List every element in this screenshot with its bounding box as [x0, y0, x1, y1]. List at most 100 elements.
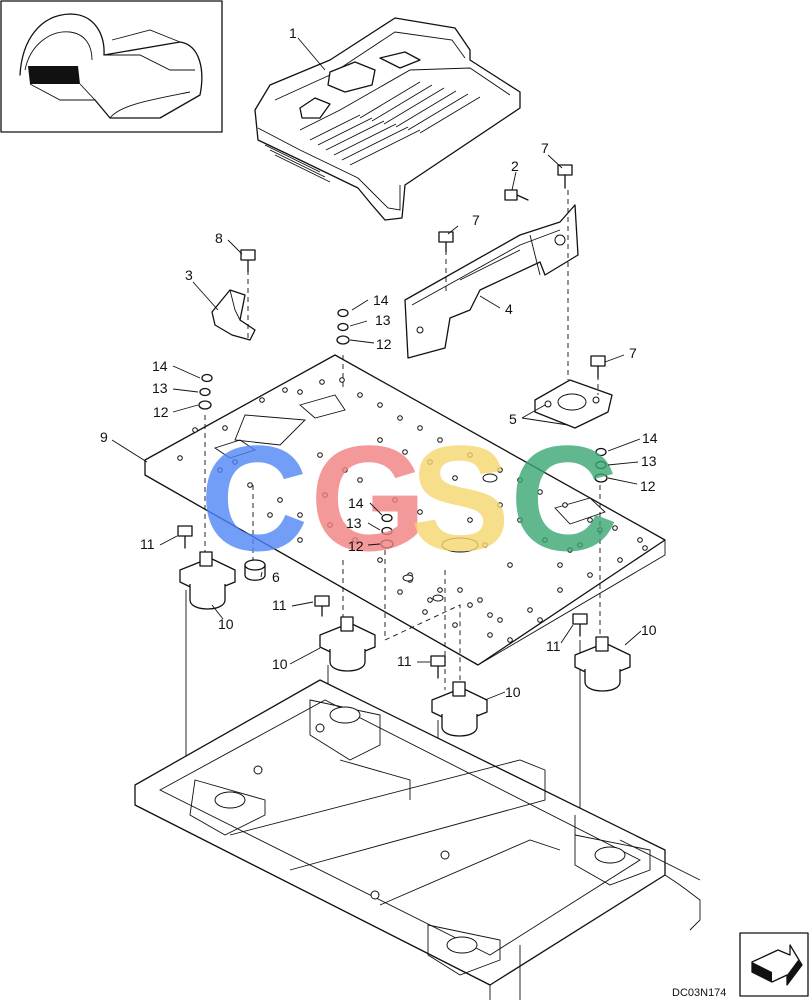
plate-hole	[297, 537, 303, 543]
locator-inset	[0, 0, 223, 133]
plate-hole	[377, 557, 383, 563]
plate-hole	[537, 489, 543, 495]
plate-hole	[297, 512, 303, 518]
plate-hole	[422, 609, 428, 615]
isolator-2	[319, 616, 376, 672]
plate-hole	[487, 632, 493, 638]
floor-mat	[254, 17, 521, 221]
plate-holes	[177, 377, 648, 643]
plate-hole	[432, 594, 444, 602]
watermark: C G S C	[200, 414, 618, 582]
plate-hole	[297, 389, 303, 395]
plate-hole	[177, 455, 183, 461]
callout-11-d: 11	[546, 638, 561, 654]
callout-10-b: 10	[272, 656, 288, 672]
callout-14-a: 14	[373, 292, 389, 308]
callout-8: 8	[215, 230, 223, 246]
plate-hole	[427, 597, 433, 603]
plate-hole	[259, 397, 265, 403]
callout-1: 1	[289, 25, 297, 41]
callout-6: 6	[272, 569, 280, 585]
plate-hole	[267, 512, 273, 518]
plate-hole	[452, 622, 458, 628]
plate-hole	[282, 387, 288, 393]
plate-hole	[612, 525, 618, 531]
floor-plate	[144, 354, 666, 666]
callout-12-d: 12	[348, 538, 364, 554]
callout-7-a: 7	[541, 140, 549, 156]
plate-hole	[577, 542, 583, 548]
bolt-7-c	[590, 355, 606, 379]
orientation-arrow	[739, 932, 809, 997]
callout-7-c: 7	[629, 345, 637, 361]
bolt-7-a	[438, 231, 454, 253]
lower-frame	[134, 679, 701, 1000]
callout-14-b: 14	[152, 358, 168, 374]
plate-hole	[437, 437, 443, 443]
plate-hole	[497, 502, 503, 508]
plate-hole	[487, 612, 493, 618]
plate-hole	[587, 572, 593, 578]
watermark-letter-3: S	[410, 414, 510, 582]
plate-hole	[392, 497, 398, 503]
plate-hole	[467, 517, 473, 523]
plate-hole	[467, 452, 473, 458]
plate-hole	[339, 377, 345, 383]
plate-hole	[517, 477, 523, 483]
callout-10-a: 10	[218, 616, 234, 632]
plate-hole	[417, 425, 423, 431]
mount-plate	[534, 379, 613, 429]
isolator-4	[574, 636, 631, 692]
plate-hole	[562, 502, 568, 508]
plate-hole	[427, 459, 433, 465]
plate-hole	[357, 477, 363, 483]
callout-12-b: 12	[153, 404, 169, 420]
callout-13-a: 13	[375, 312, 391, 328]
plate-hole	[542, 537, 548, 543]
callout-12-c: 12	[640, 478, 656, 494]
bushing	[244, 559, 266, 581]
callout-14-d: 14	[348, 495, 364, 511]
isolator-3	[431, 681, 488, 737]
plate-hole	[352, 537, 358, 543]
callout-14-c: 14	[642, 430, 658, 446]
bolt-11-a	[177, 525, 193, 549]
plate-hole	[537, 617, 543, 623]
plate-hole	[417, 509, 423, 515]
plate-hole	[557, 562, 563, 568]
watermark-letter-4: C	[510, 414, 618, 582]
callout-5: 5	[509, 411, 517, 427]
plate-hole	[397, 589, 403, 595]
callout-3: 3	[185, 267, 193, 283]
plate-hole	[637, 537, 643, 543]
plate-hole	[377, 437, 383, 443]
bolt-2	[504, 189, 529, 201]
plate-hole	[192, 427, 198, 433]
callout-13-b: 13	[152, 380, 168, 396]
plate-hole	[497, 617, 503, 623]
callout-11-b: 11	[272, 597, 287, 613]
bracket-plate	[404, 204, 579, 359]
foot-pedal	[211, 289, 256, 341]
plate-hole	[482, 542, 488, 548]
plate-hole	[477, 597, 483, 603]
plate-hole	[402, 449, 408, 455]
plate-hole	[507, 562, 513, 568]
callout-7-b: 7	[472, 212, 480, 228]
plate-hole	[277, 497, 283, 503]
plate-hole	[327, 522, 333, 528]
callout-10-d: 10	[641, 622, 657, 638]
plate-hole	[232, 459, 238, 465]
callout-10-c: 10	[505, 684, 521, 700]
plate-hole	[322, 492, 328, 498]
plate-hole	[397, 415, 403, 421]
bolt-11-c	[430, 655, 446, 679]
bolts	[177, 164, 606, 679]
callout-2: 2	[511, 158, 519, 174]
watermark-letter-2: G	[310, 414, 427, 582]
isolator-1	[179, 551, 236, 610]
plate-hole	[247, 482, 253, 488]
callout-13-d: 13	[346, 515, 362, 531]
plate-hole	[517, 517, 523, 523]
